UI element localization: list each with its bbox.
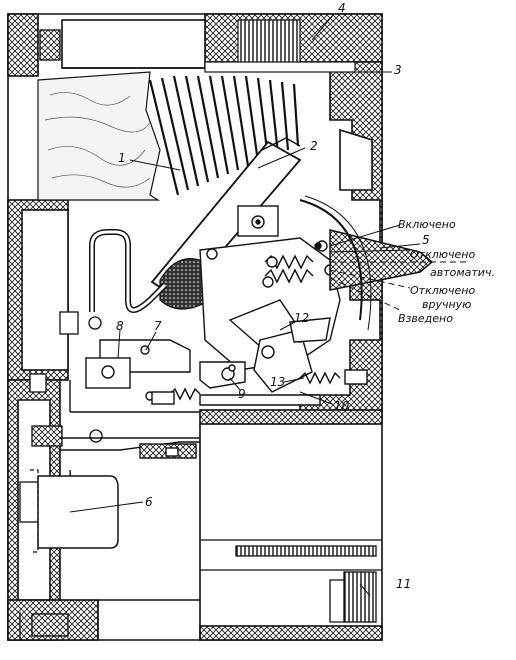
callout-11: 11 xyxy=(396,577,411,591)
callout-2: 2 xyxy=(310,139,318,153)
callout-8: 8 xyxy=(116,319,124,333)
callout-3: 3 xyxy=(394,63,402,77)
callout-7: 7 xyxy=(154,319,162,333)
callout-6: 6 xyxy=(145,495,153,509)
callout-10: 10 xyxy=(334,399,350,413)
label-off-2: Отключено xyxy=(410,284,475,297)
label-cocked: Взведено xyxy=(398,312,453,325)
lower-chamber xyxy=(19,539,382,640)
callout-13: 13 xyxy=(270,375,285,389)
arc-extinguisher-grid xyxy=(237,19,301,65)
label-off: Отключено xyxy=(410,248,475,261)
label-auto: автоматич. xyxy=(430,266,495,279)
filler-region xyxy=(37,71,161,201)
callout-12: 12 xyxy=(294,311,309,325)
label-on: Включено xyxy=(398,218,456,231)
callout-9: 9 xyxy=(238,387,246,401)
cover-plate xyxy=(204,61,356,73)
position-indicator-lines xyxy=(329,224,470,311)
auxiliary-block xyxy=(37,475,119,549)
filler-texture xyxy=(44,92,151,188)
leader-lines xyxy=(69,13,421,597)
trip-unit xyxy=(69,339,201,413)
callout-5: 5 xyxy=(422,233,430,247)
label-manual: вручную xyxy=(422,298,471,311)
callout-4: 4 xyxy=(338,1,346,15)
mechanism xyxy=(199,205,368,406)
callout-1: 1 xyxy=(118,151,126,165)
